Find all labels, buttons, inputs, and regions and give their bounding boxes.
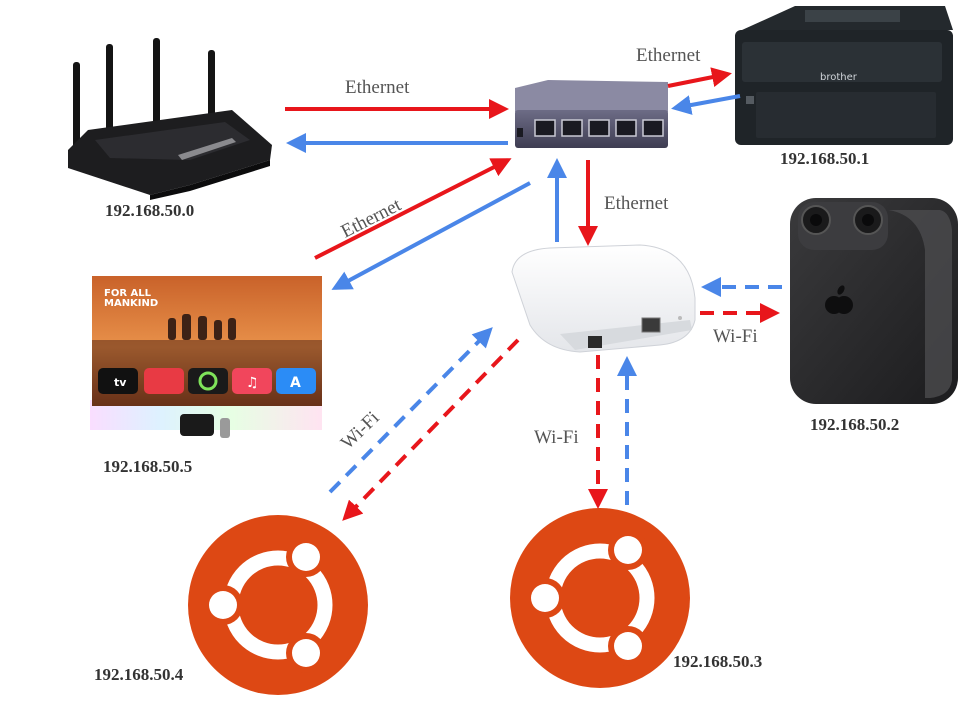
link-label-router-switch: Ethernet [345, 77, 410, 98]
printer-device: brother [735, 6, 953, 145]
apple-logo-icon [825, 285, 853, 314]
switch-port [588, 119, 610, 137]
router-device [68, 38, 272, 200]
router-antenna [73, 62, 80, 162]
switch-port [534, 119, 556, 137]
access-point-device [511, 244, 696, 353]
tv-app-icon-arcade [144, 368, 184, 394]
switch-port [615, 119, 637, 137]
tv-app-icon-appletv [98, 368, 138, 394]
link-label-ap-ubuntu-right: Wi-Fi [534, 427, 579, 448]
apple-tv-ip-label: 192.168.50.5 [103, 457, 192, 476]
switch-port [561, 119, 583, 137]
appstore-icon: A [290, 375, 301, 391]
tv-show-title: MANKIND [104, 298, 158, 309]
astronaut [228, 318, 236, 340]
astronaut [182, 314, 191, 340]
tv-app-icon-music [232, 368, 272, 394]
arrow-switch-to-tv [331, 181, 531, 290]
arrow-tv-to-switch [314, 158, 512, 260]
link-label-switch-printer: Ethernet [636, 45, 701, 66]
ubuntu-logo-right [510, 508, 690, 688]
link-label-switch-ap: Ethernet [604, 193, 669, 214]
router-antenna [106, 44, 113, 139]
astronaut [198, 316, 207, 340]
arrow-ap-to-ubuntu-left [342, 338, 520, 521]
ubuntu-logo-left [188, 515, 368, 695]
astronaut [168, 318, 176, 340]
printer-ip-label: 192.168.50.1 [780, 149, 869, 168]
switch-port [642, 119, 664, 137]
ap-power-port [588, 336, 602, 348]
link-label-ap-ubuntu-left: Wi-Fi [337, 407, 384, 453]
tv-show-title: FOR ALL [104, 288, 152, 299]
tv-app-label: tv [114, 376, 127, 389]
ap-ethernet-port [641, 317, 661, 333]
apple-tv-box [180, 414, 214, 436]
tv-app-icon-fitness [188, 368, 228, 394]
apple-tv-device: FOR ALL MANKIND tv ♫ A [90, 276, 322, 438]
router-antenna [153, 38, 160, 133]
arrow-switch-to-printer [667, 67, 732, 88]
router-ip-label: 192.168.50.0 [105, 201, 194, 220]
apple-tv-remote [220, 418, 230, 438]
printer-power-button [746, 96, 754, 104]
astronaut [214, 320, 222, 340]
ap-status-led [678, 316, 682, 320]
printer-brand-label: brother [820, 72, 858, 83]
switch-device [515, 80, 668, 148]
ubuntu-left-ip-label: 192.168.50.4 [94, 665, 184, 684]
phone-ip-label: 192.168.50.2 [810, 415, 899, 434]
link-label-ap-phone: Wi-Fi [713, 326, 758, 347]
tv-app-icon-appstore [276, 368, 316, 394]
ubuntu-right-ip-label: 192.168.50.3 [673, 652, 762, 671]
printer-paper-tray [756, 92, 936, 138]
arrow-printer-to-switch [671, 94, 741, 115]
arrow-ubuntu-left-to-ap [328, 327, 493, 494]
music-note-icon: ♫ [246, 375, 259, 391]
phone-device [790, 198, 958, 404]
